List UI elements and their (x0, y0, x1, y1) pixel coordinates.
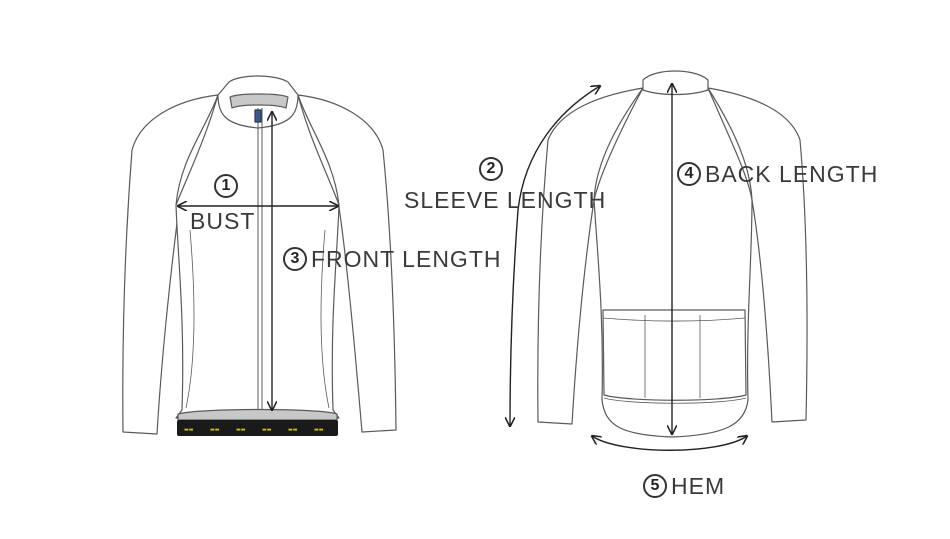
bust-number-label: 1 (214, 173, 238, 198)
front-jersey-illustration (122, 75, 397, 435)
back-number-badge: 4 (677, 161, 701, 186)
bust-text: BUST (190, 208, 256, 234)
front-number-badge: 3 (283, 246, 307, 271)
sleeve-label: SLEEVE LENGTH (404, 189, 606, 212)
svg-text:▬▬: ▬▬ (314, 427, 324, 433)
back-pockets (602, 309, 747, 401)
svg-text:▬▬: ▬▬ (288, 427, 298, 433)
svg-text:▬▬: ▬▬ (210, 427, 220, 433)
sleeve-number-badge: 2 (479, 156, 503, 181)
back-length-text: BACK LENGTH (705, 161, 879, 187)
bust-label: BUST (190, 210, 255, 233)
sleeve-length-arrow (510, 86, 600, 426)
hem-arrow (592, 436, 747, 451)
back-torso (593, 87, 753, 438)
back-collar (642, 70, 709, 96)
sleeve-number-label: 2 (479, 156, 503, 181)
hem-text: HEM (671, 473, 726, 499)
hem-band-logos: ▬▬ ▬▬ ▬▬ ▬▬ ▬▬ ▬▬ (184, 427, 324, 433)
hem-number-badge: 5 (643, 473, 667, 498)
svg-text:▬▬: ▬▬ (236, 427, 246, 433)
svg-text:▬▬: ▬▬ (184, 427, 194, 433)
front-length-text: FRONT LENGTH (311, 246, 502, 272)
svg-text:▬▬: ▬▬ (262, 427, 272, 433)
sleeve-text: SLEEVE LENGTH (404, 187, 607, 213)
front-hem-band (177, 420, 338, 436)
bust-number-badge: 1 (214, 173, 238, 198)
